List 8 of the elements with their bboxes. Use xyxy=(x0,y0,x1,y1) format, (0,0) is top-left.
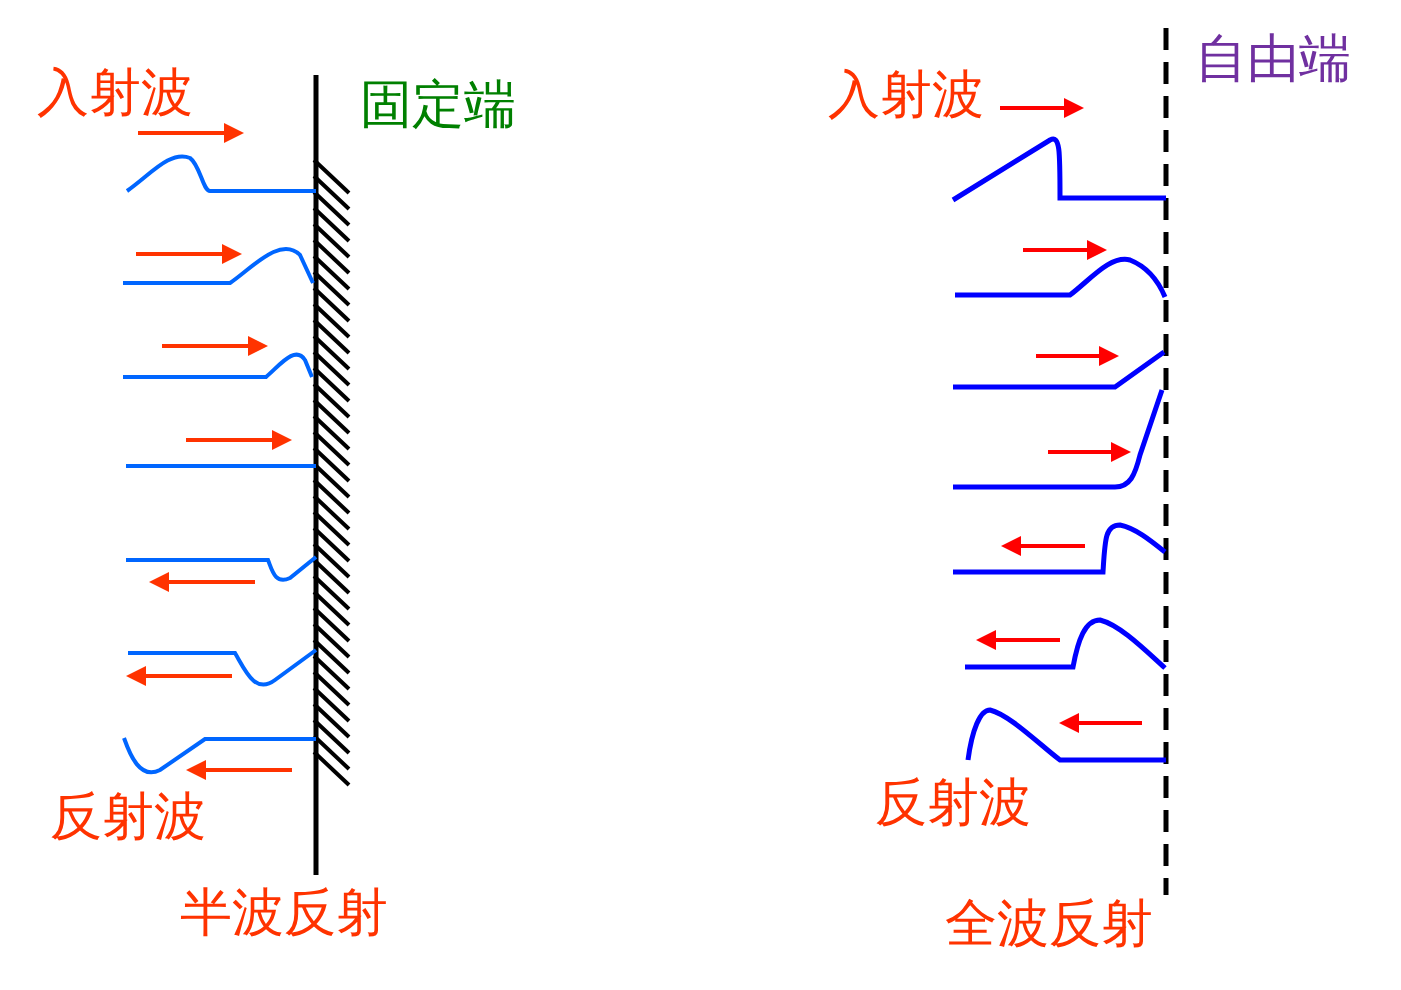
wave-label: 入射波 xyxy=(37,62,193,122)
wave-label: 反射波 xyxy=(50,786,206,846)
end-label: 自由端 xyxy=(1195,28,1351,88)
caption-label: 半波反射 xyxy=(180,882,388,942)
caption-label: 全波反射 xyxy=(945,893,1153,953)
wave-label: 入射波 xyxy=(828,64,984,124)
end-label: 固定端 xyxy=(360,74,516,134)
wave-label: 反射波 xyxy=(875,772,1031,832)
